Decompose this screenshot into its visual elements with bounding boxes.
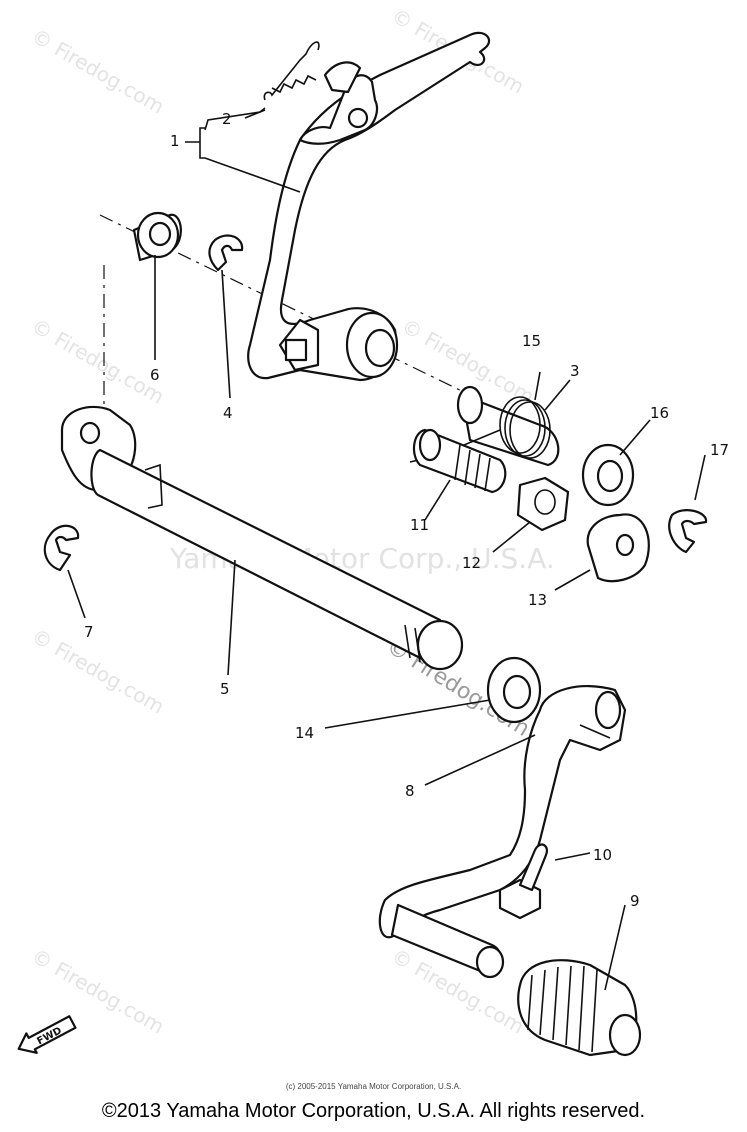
watermark: © Firedog.com [28, 624, 169, 719]
parts-diagram: © Firedog.com © Firedog.com © Firedog.co… [17, 4, 729, 1057]
callout-6: 6 [150, 366, 160, 384]
callout-7: 7 [84, 623, 94, 641]
clip-17-part [668, 509, 708, 554]
washer-14-part [486, 656, 542, 724]
rubber-footrest-part [517, 959, 642, 1057]
shift-arm-part [247, 31, 491, 382]
callout-8: 8 [405, 782, 415, 800]
nut-part [516, 476, 570, 532]
bolt-11-part [412, 428, 507, 494]
plate-13-part [586, 513, 650, 583]
watermark: © Firedog.com [28, 314, 169, 409]
callout-11: 11 [410, 516, 429, 534]
callout-2: 2 [222, 110, 232, 128]
footer-copyright: ©2013 Yamaha Motor Corporation, U.S.A. A… [101, 1100, 646, 1122]
callout-9: 9 [630, 892, 640, 910]
callout-12: 12 [462, 554, 481, 572]
e-clip-part [208, 234, 244, 272]
callout-labels: 1 2 3 4 5 6 7 8 9 10 11 12 13 14 15 16 1… [84, 110, 729, 910]
shift-pedal-part [378, 685, 627, 979]
callout-16: 16 [650, 404, 669, 422]
callout-3: 3 [570, 362, 580, 380]
callout-13: 13 [528, 591, 547, 609]
bolt-10-part [498, 843, 548, 920]
callout-5: 5 [220, 680, 230, 698]
shift-shaft-part [60, 405, 464, 671]
washer-16-part [581, 443, 635, 507]
callout-17: 17 [710, 441, 729, 459]
callout-1: 1 [170, 132, 180, 150]
leader-lines [67, 107, 706, 991]
callout-15: 15 [522, 332, 541, 350]
fwd-arrow: FWD [17, 1015, 77, 1054]
spring-part [263, 41, 320, 101]
callout-10: 10 [593, 846, 612, 864]
small-copyright: (c) 2005-2015 Yamaha Motor Corporation, … [285, 1082, 462, 1091]
callout-14: 14 [295, 724, 314, 742]
watermark: © Firedog.com [28, 24, 169, 119]
watermark: © Firedog.com [28, 944, 169, 1039]
callout-4: 4 [223, 404, 233, 422]
clip-7-part [43, 524, 80, 572]
bushing-part [132, 211, 182, 262]
